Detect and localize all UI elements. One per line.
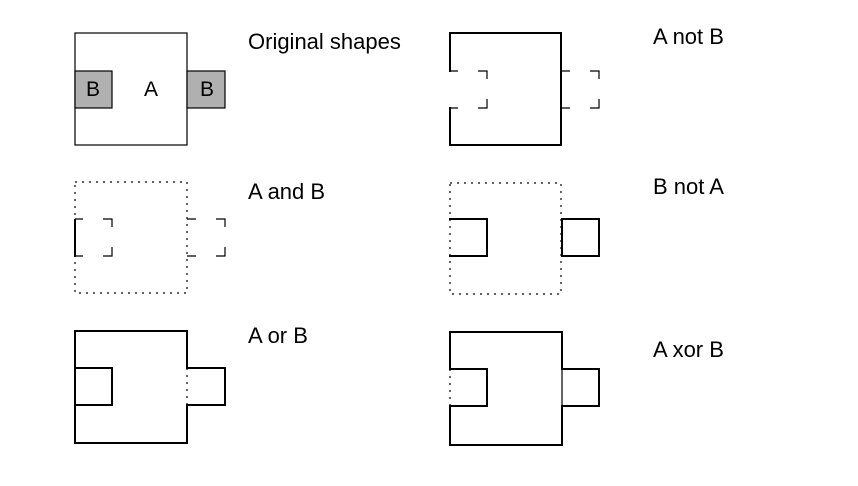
result-b-right xyxy=(561,218,600,257)
caption-a-and-b: A and B xyxy=(248,179,325,204)
ghost-b-right-outline xyxy=(187,218,226,257)
removed-b-right-outline xyxy=(561,70,600,109)
caption-a-or-b: A or B xyxy=(248,323,308,348)
panel-a-xor-b: A xor B xyxy=(449,331,724,446)
ghost-a-outline xyxy=(449,182,562,295)
caption-b-not-a: B not A xyxy=(653,174,724,199)
result-b-left xyxy=(449,218,488,257)
shape-b-left xyxy=(74,70,113,109)
removed-b-left-outline xyxy=(450,70,488,109)
union-outline xyxy=(74,330,226,444)
caption-a-xor-b: A xor B xyxy=(653,337,724,362)
caption-a-not-b: A not B xyxy=(653,24,724,49)
label-b-left: B xyxy=(86,78,100,101)
panel-a-not-b: A not B xyxy=(449,24,724,146)
panel-original-shapes: B A B Original shapes xyxy=(74,29,401,146)
caption-original-shapes: Original shapes xyxy=(248,29,401,54)
label-a: A xyxy=(144,78,158,101)
inner-b-left-outline xyxy=(74,367,113,406)
label-b-right: B xyxy=(200,78,214,101)
panel-a-and-b: A and B xyxy=(74,179,325,294)
xor-outline xyxy=(449,331,600,446)
ghost-a-outline xyxy=(74,181,188,294)
result-a-not-b xyxy=(449,32,562,146)
ghost-b-left-outline xyxy=(75,218,113,257)
panel-b-not-a: B not A xyxy=(449,174,724,295)
panel-a-or-b: A or B xyxy=(74,323,308,444)
shape-b-right xyxy=(186,70,226,109)
